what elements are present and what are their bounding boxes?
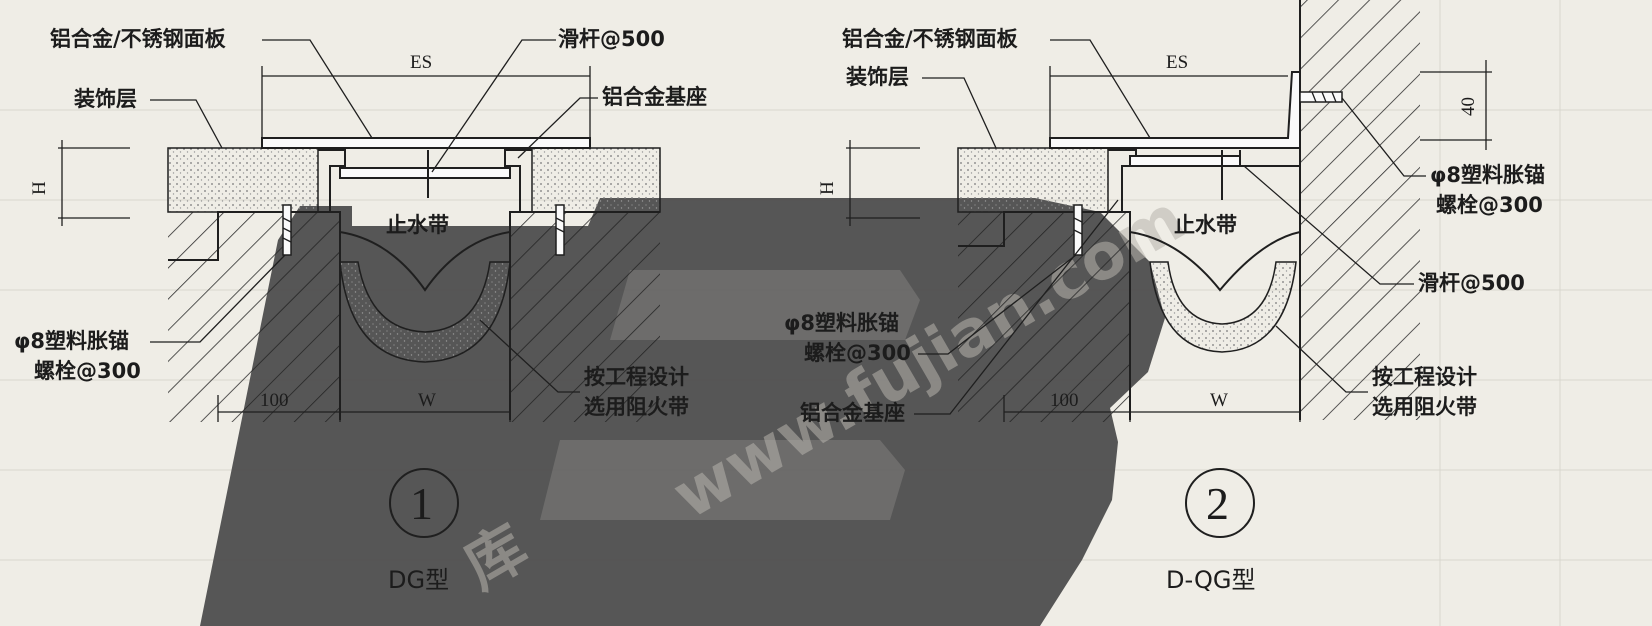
label-anchor-line2-1: 螺栓@300 [34, 359, 141, 383]
slab-left-2 [958, 212, 1130, 422]
slide-bar-1 [339, 167, 511, 179]
decor-layer-right-1 [531, 147, 661, 213]
wall-anchor-bolt-2 [1299, 91, 1343, 103]
label-waterstop-1: 止水带 [386, 213, 449, 237]
waterstop-2 [1129, 212, 1301, 292]
anchor-bolt-2 [1073, 204, 1083, 256]
label-slide-rod-2: 滑杆@500 [1418, 271, 1525, 295]
label-decor-2: 装饰层 [846, 65, 909, 89]
label-decor-1: 装饰层 [74, 87, 137, 111]
anchor-bolt-left-1 [282, 204, 292, 256]
label-fire-line2-2: 选用阻火带 [1372, 395, 1477, 419]
slab-right-1 [510, 212, 660, 422]
aluminum-base-right-1 [504, 149, 552, 213]
label-panel-2: 铝合金/不锈钢面板 [842, 27, 1019, 51]
anchor-bolt-right-1 [555, 204, 565, 256]
dim-h-2: H [817, 181, 838, 195]
fire-barrier-1 [339, 261, 511, 363]
label-fire-line2-1: 选用阻火带 [584, 395, 689, 419]
detail-type-1: DG型 [388, 566, 449, 594]
label-anchor-right-line2-2: 螺栓@300 [1436, 193, 1543, 217]
watermark-logo-shape [200, 198, 1165, 626]
wall-2 [1300, 0, 1420, 420]
decor-layer-2 [957, 147, 1109, 213]
label-anchor-line1-1: φ8塑料胀锚 [14, 329, 129, 353]
detail-number-circle-2 [1185, 468, 1255, 538]
detail-number-1: 1 [410, 478, 433, 529]
dim-w-1: W [418, 390, 436, 411]
cover-panel-2 [1049, 71, 1301, 149]
dim-40-2: 40 [1458, 97, 1479, 116]
label-panel-1: 铝合金/不锈钢面板 [50, 27, 227, 51]
slide-bar-2 [1129, 155, 1241, 167]
slab-left-1 [168, 212, 340, 422]
label-fire-line1-1: 按工程设计 [584, 365, 689, 389]
detail-type-2: D-QG型 [1166, 566, 1256, 594]
fire-barrier-2 [1149, 261, 1297, 353]
detail-number-circle-1 [389, 468, 459, 538]
aluminum-base-left-1 [300, 149, 346, 213]
dim-h-1: H [29, 181, 50, 195]
label-anchor-right-line1-2: φ8塑料胀锚 [1430, 163, 1545, 187]
dim-100-2: 100 [1050, 390, 1079, 411]
label-fire-line1-2: 按工程设计 [1372, 365, 1477, 389]
label-anchor-left-line2-2: 螺栓@300 [804, 341, 911, 365]
waterstop-1 [339, 212, 511, 292]
detail-2: ES H 40 100 W 铝合金/不锈钢面板 装饰层 φ8塑料胀锚 螺栓@30… [784, 0, 1545, 594]
dim-es-2: ES [1166, 52, 1188, 73]
label-waterstop-2: 止水带 [1174, 213, 1237, 237]
dim-100-1: 100 [260, 390, 289, 411]
label-anchor-left-line1-2: φ8塑料胀锚 [784, 311, 899, 335]
label-base-1: 铝合金基座 [602, 85, 707, 109]
label-base-2: 铝合金基座 [800, 401, 905, 425]
label-slide-rod-1: 滑杆@500 [558, 27, 665, 51]
dim-es-1: ES [410, 52, 432, 73]
cover-panel-1 [261, 137, 591, 149]
decor-layer-left-1 [167, 147, 319, 213]
dim-w-2: W [1210, 390, 1228, 411]
detail-1: ES H 100 W 铝合金/不锈钢面板 装饰层 滑杆@500 铝合金基座 止水… [14, 27, 707, 594]
detail-number-2: 2 [1206, 478, 1229, 529]
